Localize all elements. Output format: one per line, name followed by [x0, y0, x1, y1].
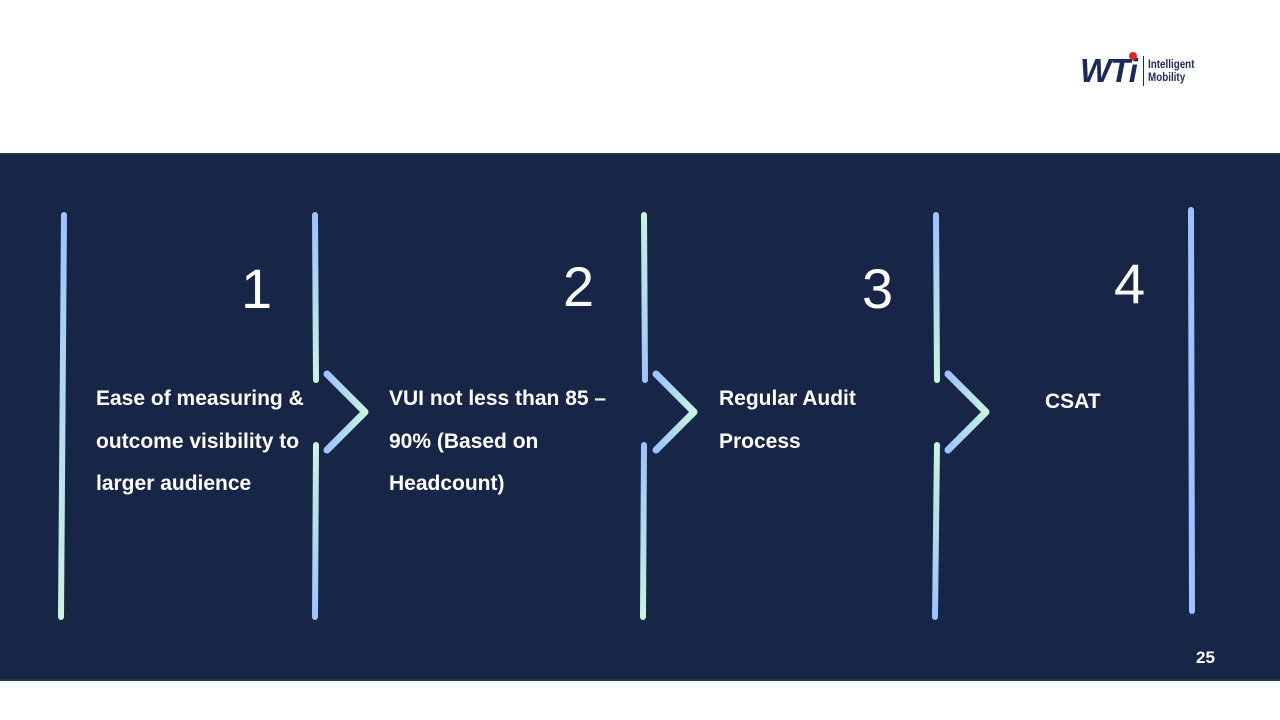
chevron-right-icon: [323, 370, 369, 454]
separator-1-top: [312, 212, 319, 383]
logo-tagline-line1: Intelligent: [1147, 57, 1195, 71]
step-2-number: 2: [563, 255, 595, 318]
chevron-right-icon: [944, 370, 990, 454]
separator-2-top: [641, 212, 648, 383]
step-2-text: VUI not less than 85 – 90% (Based on Hea…: [389, 387, 607, 495]
logo-tagline: Intelligent Mobility: [1148, 58, 1194, 84]
left-boundary-line: [58, 212, 67, 620]
step-1-text: Ease of measuring & outcome visibility t…: [96, 387, 304, 495]
step-4-number: 4: [1114, 252, 1146, 315]
chevron-right-icon: [652, 370, 698, 454]
logo-divider: [1142, 56, 1144, 86]
logo-red-dot-icon: [1128, 52, 1137, 60]
separator-3-top: [933, 212, 940, 383]
page-number: 25: [1196, 648, 1215, 667]
content-band: [0, 153, 1280, 681]
step-3-text: Regular Audit Process: [719, 387, 856, 453]
logo-mark: WTi: [1080, 52, 1138, 89]
step-1-number: 1: [241, 257, 273, 320]
step-3-number: 3: [862, 257, 894, 320]
separator-2-bottom: [640, 442, 647, 620]
logo-brand: WTi: [1080, 52, 1138, 89]
wti-logo: WTi Intelligent Mobility: [1080, 52, 1205, 89]
right-boundary-line: [1188, 207, 1195, 614]
step-4-text: CSAT: [1045, 390, 1101, 413]
separator-1-bottom: [312, 442, 319, 620]
logo-tagline-line2: Mobility: [1147, 70, 1186, 84]
separator-3-bottom: [932, 442, 940, 620]
